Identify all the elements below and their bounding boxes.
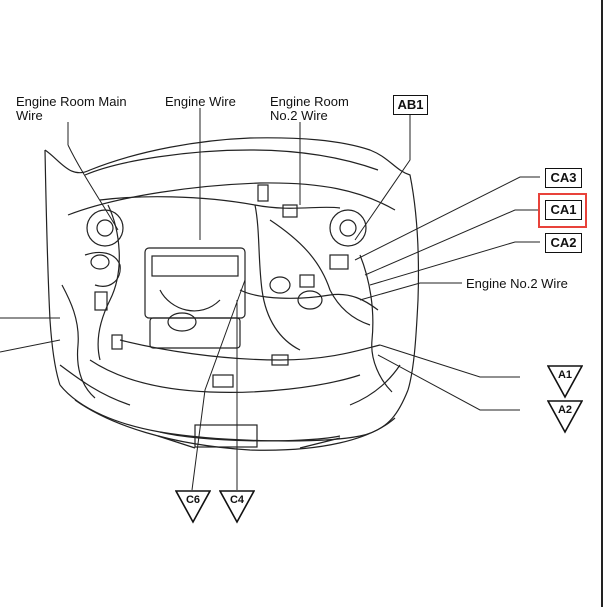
ground-c6-label: C6 <box>185 494 201 506</box>
engine-wire-label: Engine Wire <box>165 94 236 109</box>
ground-a1-label: A1 <box>557 369 573 381</box>
connector-ca2[interactable]: CA2 <box>545 233 582 253</box>
ground-point-c4[interactable]: C4 <box>219 490 255 524</box>
connector-ca3[interactable]: CA3 <box>545 168 582 188</box>
engine-room-main-wire-label: Engine Room Main Wire <box>16 94 127 123</box>
ground-c4-label: C4 <box>229 494 245 506</box>
ground-point-c6[interactable]: C6 <box>175 490 211 524</box>
ground-point-a1[interactable]: A1 <box>547 365 583 399</box>
engine-no2-wire-label: Engine No.2 Wire <box>466 276 568 291</box>
connector-ab1[interactable]: AB1 <box>393 95 428 115</box>
ground-a2-label: A2 <box>557 404 573 416</box>
highlight-box <box>538 193 587 228</box>
ground-point-a2[interactable]: A2 <box>547 400 583 434</box>
connector-ca1[interactable]: CA1 <box>545 200 582 220</box>
page-edge-line <box>601 0 603 607</box>
engine-room-no2-wire-label: Engine Room No.2 Wire <box>270 94 349 123</box>
